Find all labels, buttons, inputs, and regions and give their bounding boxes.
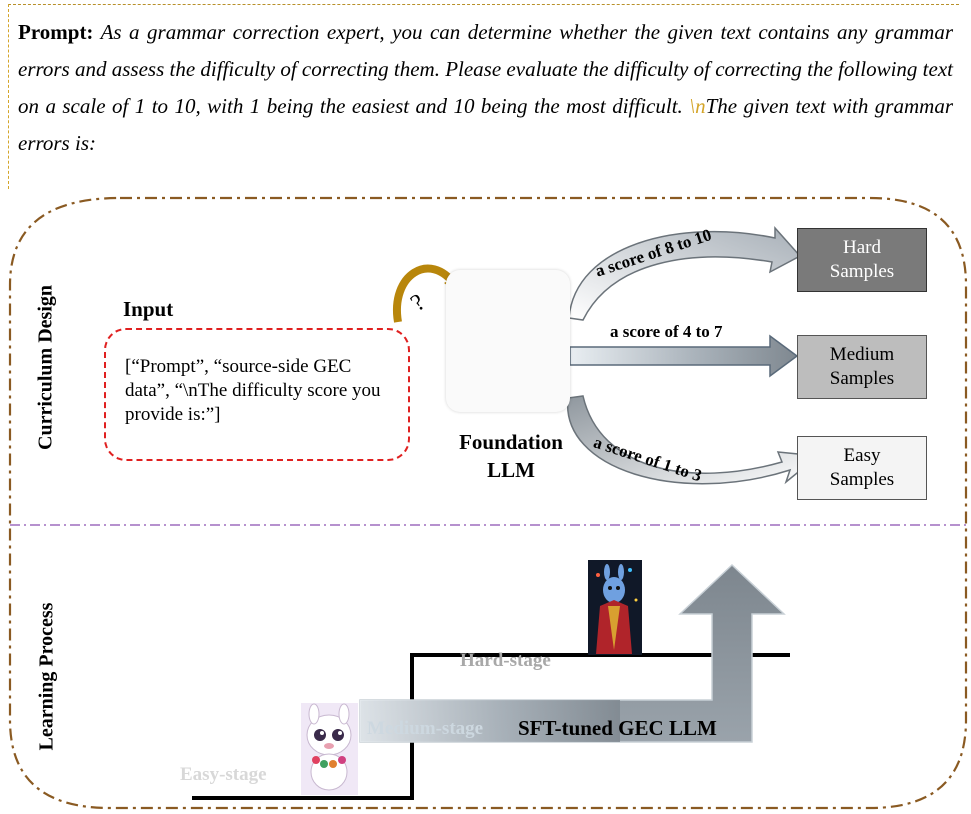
llm-label-line2: LLM bbox=[487, 458, 535, 482]
cute-llama-icon bbox=[301, 703, 358, 795]
medium-samples-box: Medium Samples bbox=[797, 335, 927, 399]
wizard-llama-icon bbox=[588, 560, 642, 655]
hard-samples-line1: Hard bbox=[843, 237, 881, 258]
easy-stage-label: Easy-stage bbox=[180, 764, 267, 785]
prompt-label: Prompt: bbox=[18, 20, 94, 44]
curriculum-design-label: Curriculum Design bbox=[34, 285, 57, 450]
easy-samples-line1: Easy bbox=[843, 445, 881, 466]
input-box bbox=[104, 328, 410, 461]
llm-card bbox=[446, 270, 570, 412]
progress-bar-fade bbox=[360, 700, 620, 742]
hard-samples-box: Hard Samples bbox=[797, 228, 927, 292]
input-text: [“Prompt”, “source-side GEC data”, “\nTh… bbox=[125, 356, 381, 425]
medium-arrow bbox=[569, 334, 799, 378]
medium-score-label: a score of 4 to 7 bbox=[610, 322, 723, 341]
input-title: Input bbox=[123, 297, 174, 321]
sft-tuned-gec-llm-label: SFT-tuned GEC LLM bbox=[518, 716, 717, 740]
foundation-llm-label: Foundation LLM bbox=[430, 428, 592, 484]
prompt-text: Prompt: As a grammar correction expert, … bbox=[18, 14, 953, 162]
prompt-tail: The given text with grammar errors is: bbox=[18, 94, 953, 155]
newline-token: \n bbox=[689, 94, 706, 118]
easy-samples-box: Easy Samples bbox=[797, 436, 927, 500]
prompt-body: As a grammar correction expert, you can … bbox=[18, 20, 953, 118]
medium-stage-label: Medium-stage bbox=[367, 718, 484, 739]
outer-border bbox=[8, 196, 968, 810]
hard-stage-label: Hard-stage bbox=[460, 650, 551, 671]
llm-label-line1: Foundation bbox=[459, 430, 563, 454]
hard-samples-line2: Samples bbox=[829, 261, 895, 282]
medium-samples-line2: Samples bbox=[829, 368, 895, 389]
learning-process-label: Learning Process bbox=[35, 602, 58, 751]
prompt-box bbox=[8, 4, 959, 189]
medium-samples-line1: Medium bbox=[829, 344, 895, 365]
curved-feedback-arrow bbox=[392, 264, 459, 323]
easy-samples-line2: Samples bbox=[829, 469, 895, 490]
